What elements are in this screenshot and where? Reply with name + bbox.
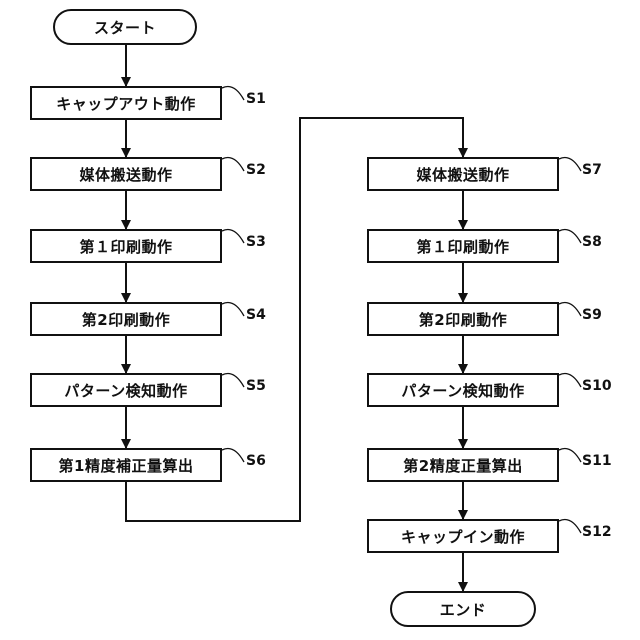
step-box-s9: 第2印刷動作: [367, 302, 559, 336]
step-label-s10: S10: [582, 378, 612, 394]
step-label-s7: S7: [582, 162, 602, 178]
leader-s7: [559, 158, 581, 172]
leader-s4: [222, 303, 244, 317]
step-box-s6: 第1精度補正量算出: [30, 448, 222, 482]
step-box-s5: パターン検知動作: [30, 373, 222, 407]
step-label-s8: S8: [582, 234, 602, 250]
start-terminal: スタート: [53, 9, 197, 45]
leader-s9: [559, 303, 581, 317]
leader-s11: [559, 449, 581, 463]
leader-s5: [222, 374, 244, 388]
step-label-s5: S5: [246, 378, 266, 394]
step-label-s4: S4: [246, 307, 266, 323]
step-label-s3: S3: [246, 234, 266, 250]
step-label-s11: S11: [582, 453, 612, 469]
leader-s1: [222, 87, 244, 101]
leader-s6: [222, 449, 244, 463]
step-box-s1: キャップアウト動作: [30, 86, 222, 120]
step-box-s7: 媒体搬送動作: [367, 157, 559, 191]
step-label-s9: S9: [582, 307, 602, 323]
end-terminal: エンド: [390, 591, 536, 627]
leader-s10: [559, 374, 581, 388]
step-box-s12: キャップイン動作: [367, 519, 559, 553]
step-label-s1: S1: [246, 91, 266, 107]
step-box-s4: 第2印刷動作: [30, 302, 222, 336]
step-box-s2: 媒体搬送動作: [30, 157, 222, 191]
leader-s3: [222, 230, 244, 244]
leader-s12: [559, 520, 581, 534]
step-label-s2: S2: [246, 162, 266, 178]
step-box-s8: 第１印刷動作: [367, 229, 559, 263]
leader-s2: [222, 158, 244, 172]
step-box-s3: 第１印刷動作: [30, 229, 222, 263]
step-box-s11: 第2精度正量算出: [367, 448, 559, 482]
step-box-s10: パターン検知動作: [367, 373, 559, 407]
step-label-s6: S6: [246, 453, 266, 469]
leader-s8: [559, 230, 581, 244]
step-label-s12: S12: [582, 524, 612, 540]
